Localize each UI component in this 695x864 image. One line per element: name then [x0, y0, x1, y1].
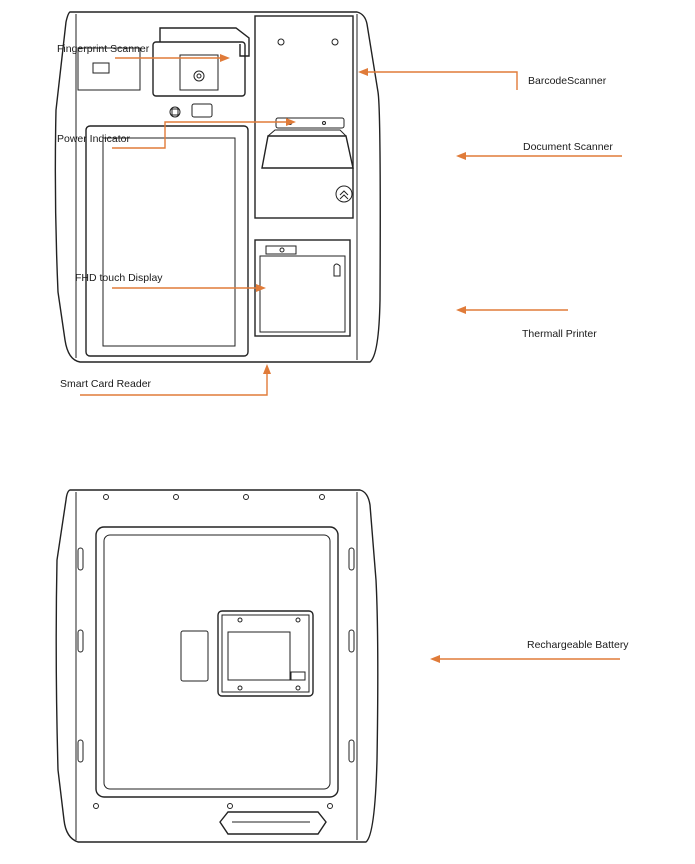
fingerprint-window-inner	[196, 73, 202, 79]
scanner-eject-button	[335, 185, 353, 203]
barcode-leader	[368, 71, 518, 90]
back-body-outline	[55, 489, 379, 843]
back-recess-outer	[95, 526, 339, 798]
document-arrowhead	[456, 152, 466, 160]
back-screw	[173, 494, 179, 500]
barcode-window	[275, 117, 345, 129]
smartcard-arrowhead	[263, 364, 271, 374]
front-body-outline	[54, 11, 381, 363]
power-indicator-label: Power Indicator	[57, 133, 130, 145]
document-scanner-label: Document Scanner	[523, 141, 613, 153]
right-vent	[348, 629, 355, 653]
display-arrowhead	[256, 284, 266, 292]
fingerprint-housing	[152, 41, 246, 97]
fingerprint-arrowhead	[220, 54, 230, 62]
battery-compartment-inner	[221, 614, 310, 693]
left-vent	[77, 629, 84, 653]
battery-screw	[295, 685, 301, 691]
printer-arrowhead	[456, 306, 466, 314]
printer-buttons	[265, 245, 297, 255]
power-arrowhead	[286, 118, 296, 126]
back-screw	[243, 494, 249, 500]
printer-status-led	[279, 247, 285, 253]
fingerprint-sensor	[179, 54, 219, 91]
battery-screw	[237, 685, 243, 691]
back-handle	[219, 811, 327, 835]
printer-lock-icon	[333, 263, 341, 277]
battery-pack	[227, 631, 291, 681]
power-button-icon	[169, 106, 181, 118]
card-slot-panel	[77, 47, 141, 91]
battery-screw	[237, 617, 243, 623]
display-bezel	[85, 125, 249, 357]
thermal-printer-label: Thermall Printer	[522, 328, 597, 340]
document-scanner-lip	[267, 129, 347, 137]
scanner-column	[254, 15, 354, 219]
back-card-cutout	[180, 630, 209, 682]
fingerprint-window	[193, 70, 205, 82]
fhd-display-label: FHD touch Display	[75, 272, 163, 284]
back-screw	[319, 494, 325, 500]
back-screw	[227, 803, 233, 809]
back-screw	[103, 494, 109, 500]
back-leaders	[430, 655, 620, 663]
right-vent	[348, 739, 355, 763]
left-vent	[77, 547, 84, 571]
smart-card-reader-label: Smart Card Reader	[60, 378, 152, 390]
power-button-core	[171, 108, 179, 116]
front-leaders	[80, 54, 622, 396]
barcode-scanner-label: BarcodeScanner	[528, 75, 607, 87]
barcode-arrowhead	[358, 68, 368, 76]
back-device	[55, 489, 379, 843]
power-leader	[112, 121, 286, 149]
eject-chevron-icon	[339, 190, 349, 200]
rechargeable-battery-label: Rechargeable Battery	[527, 639, 629, 651]
battery-compartment	[217, 610, 314, 697]
smartcard-leader	[80, 374, 268, 396]
display-screen	[102, 137, 236, 347]
battery-screw	[295, 617, 301, 623]
document-scanner-slot	[261, 135, 354, 169]
back-screw	[93, 803, 99, 809]
power-indicator-led	[191, 103, 213, 118]
fingerprint-lid	[159, 27, 250, 57]
scanner-screw-right	[331, 38, 339, 46]
battery-connector	[290, 671, 306, 681]
left-vent	[77, 739, 84, 763]
card-slot-port	[92, 62, 110, 74]
fingerprint-scanner-label: Fingerprint Scanner	[57, 43, 150, 55]
barcode-led-right	[322, 121, 326, 125]
right-vent	[348, 547, 355, 571]
back-screw	[327, 803, 333, 809]
front-device	[54, 11, 381, 363]
battery-arrowhead	[430, 655, 440, 663]
back-recess-inner	[103, 534, 331, 790]
printer-paper-door	[259, 255, 346, 333]
scanner-screw-left	[277, 38, 285, 46]
